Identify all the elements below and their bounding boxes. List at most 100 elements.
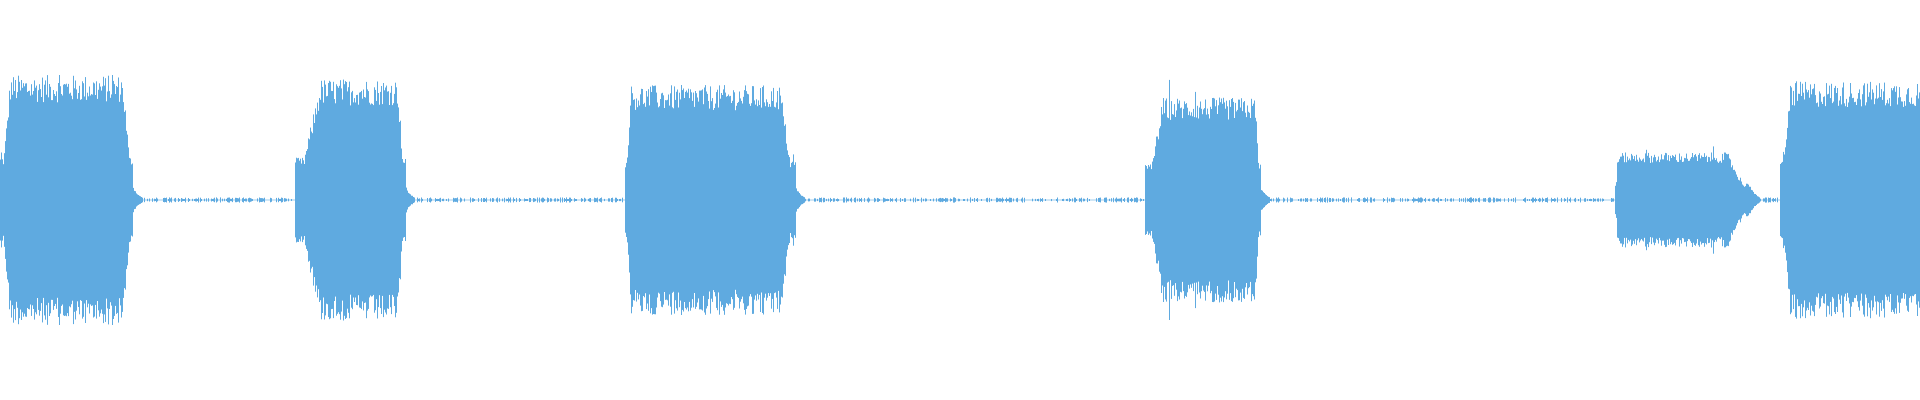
waveform-sample bbox=[1707, 162, 1708, 239]
waveform-sample bbox=[212, 199, 213, 201]
waveform-sample bbox=[1882, 99, 1883, 301]
waveform-sample bbox=[189, 199, 190, 201]
waveform-sample bbox=[1752, 190, 1753, 210]
waveform-sample bbox=[299, 160, 300, 240]
waveform-sample bbox=[1774, 199, 1775, 201]
waveform-sample bbox=[336, 84, 337, 316]
waveform-sample bbox=[388, 91, 389, 309]
waveform-sample bbox=[50, 86, 51, 314]
waveform-sample bbox=[365, 97, 366, 303]
waveform-sample bbox=[695, 91, 696, 309]
waveform-sample bbox=[250, 198, 251, 202]
waveform-sample bbox=[646, 91, 647, 310]
waveform-sample bbox=[799, 193, 800, 208]
waveform-sample bbox=[1441, 199, 1442, 201]
waveform-sample bbox=[1261, 190, 1262, 210]
waveform-sample bbox=[154, 198, 155, 202]
waveform-sample bbox=[507, 199, 508, 201]
waveform-sample bbox=[344, 84, 345, 316]
waveform-sample bbox=[296, 157, 297, 243]
waveform-sample bbox=[1087, 197, 1088, 203]
waveform-sample bbox=[828, 198, 829, 202]
waveform-sample bbox=[936, 198, 937, 202]
waveform-sample bbox=[109, 91, 110, 309]
waveform-sample bbox=[1259, 168, 1260, 232]
waveform-sample bbox=[1648, 152, 1649, 248]
waveform-sample bbox=[1128, 197, 1129, 203]
waveform-sample bbox=[1254, 100, 1255, 300]
waveform-sample bbox=[762, 87, 763, 313]
waveform-sample bbox=[1195, 91, 1196, 309]
waveform-sample bbox=[360, 92, 361, 308]
waveform-sample bbox=[1508, 198, 1509, 203]
waveform-sample bbox=[6, 128, 7, 272]
waveform-sample bbox=[1062, 199, 1063, 201]
waveform-sample bbox=[1880, 97, 1881, 303]
waveform-sample bbox=[1148, 165, 1149, 235]
waveform-sample bbox=[947, 198, 948, 202]
waveform-sample bbox=[1909, 102, 1910, 298]
waveform-sample bbox=[797, 191, 798, 209]
waveform-sample bbox=[506, 198, 507, 202]
waveform-sample bbox=[671, 85, 672, 315]
waveform-sample bbox=[527, 199, 528, 201]
waveform-sample bbox=[609, 198, 610, 202]
waveform-sample bbox=[431, 198, 432, 202]
waveform-sample bbox=[1402, 198, 1403, 202]
waveform-sample bbox=[883, 197, 884, 203]
waveform-sample bbox=[4, 153, 5, 247]
waveform-sample bbox=[857, 198, 858, 202]
waveform-sample bbox=[1876, 85, 1877, 315]
waveform-sample bbox=[1432, 198, 1433, 202]
waveform-sample bbox=[915, 197, 916, 203]
waveform-sample bbox=[926, 198, 927, 202]
waveform-sample bbox=[280, 198, 281, 202]
waveform-sample bbox=[132, 163, 133, 237]
waveform-sample bbox=[90, 95, 91, 305]
waveform-sample bbox=[611, 198, 612, 202]
waveform-sample bbox=[565, 199, 566, 201]
waveform-sample bbox=[1902, 101, 1903, 299]
waveform-sample bbox=[1237, 109, 1238, 291]
waveform-sample bbox=[1862, 94, 1863, 306]
waveform-sample bbox=[427, 198, 428, 203]
waveform-sample bbox=[395, 82, 396, 318]
waveform-sample bbox=[692, 100, 693, 300]
waveform-sample bbox=[1724, 152, 1725, 248]
waveform-sample bbox=[732, 100, 733, 300]
waveform-sample bbox=[1527, 199, 1528, 201]
waveform-sample bbox=[1801, 96, 1802, 304]
waveform-sample bbox=[1888, 103, 1889, 297]
waveform-sample bbox=[1069, 198, 1070, 202]
waveform-sample bbox=[1720, 160, 1721, 240]
waveform-sample bbox=[262, 198, 263, 202]
waveform-sample bbox=[42, 77, 43, 323]
waveform-sample bbox=[1878, 97, 1879, 303]
waveform-sample bbox=[689, 98, 690, 302]
waveform-sample bbox=[1781, 162, 1782, 238]
waveform-sample bbox=[1652, 162, 1653, 238]
waveform-sample bbox=[192, 198, 193, 202]
waveform-sample bbox=[1798, 93, 1799, 307]
waveform-sample bbox=[1904, 101, 1905, 299]
waveform-sample bbox=[1879, 83, 1880, 317]
waveform-sample bbox=[1233, 101, 1234, 299]
waveform-sample bbox=[1872, 89, 1873, 311]
waveform-sample bbox=[1170, 119, 1171, 281]
waveform-sample bbox=[665, 100, 666, 300]
waveform-sample bbox=[1803, 92, 1804, 308]
waveform-sample bbox=[1895, 91, 1896, 309]
waveform-sample bbox=[1654, 154, 1655, 246]
waveform-sample bbox=[739, 91, 740, 309]
waveform-sample bbox=[861, 197, 862, 203]
waveform-sample bbox=[35, 87, 36, 313]
waveform-sample bbox=[1024, 197, 1025, 203]
waveform-sample bbox=[49, 84, 50, 316]
waveform-sample bbox=[1321, 198, 1322, 202]
waveform-sample bbox=[414, 197, 415, 203]
waveform-sample bbox=[555, 198, 556, 202]
waveform-sample bbox=[789, 157, 790, 243]
waveform-sample bbox=[244, 199, 245, 201]
waveform-sample bbox=[1370, 197, 1371, 203]
waveform-sample bbox=[516, 197, 517, 203]
